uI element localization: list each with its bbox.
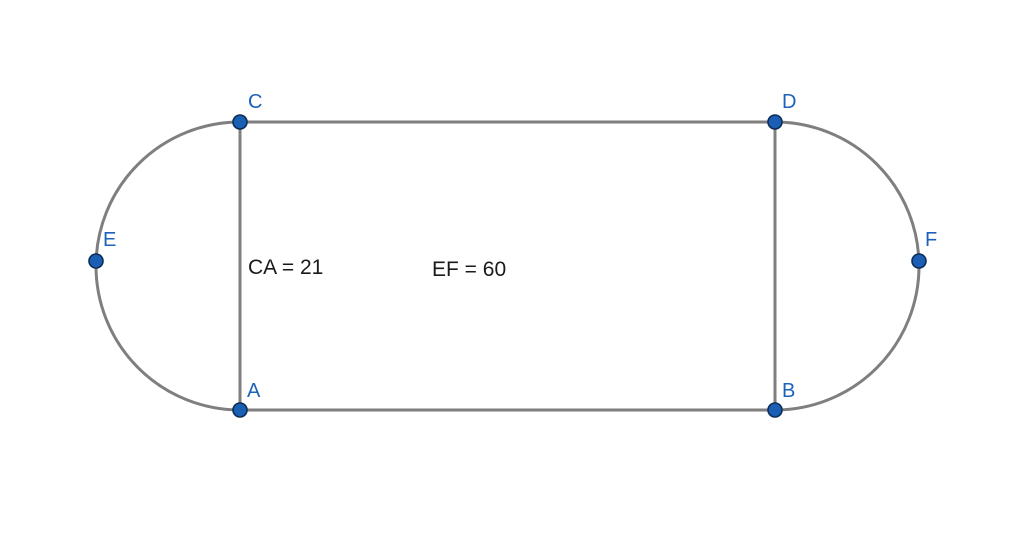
point-f[interactable]: [911, 253, 927, 269]
point-label-a: A: [247, 380, 261, 402]
point-label-b: B: [782, 380, 795, 402]
point-a[interactable]: [232, 402, 248, 418]
point-e[interactable]: [88, 253, 104, 269]
measure-ca: CA = 21: [248, 256, 323, 279]
arc-c-e-a: [94, 120, 242, 412]
point-label-e: E: [103, 229, 116, 251]
point-label-f: F: [925, 229, 937, 251]
point-b[interactable]: [767, 402, 783, 418]
point-label-d: D: [782, 91, 796, 113]
measure-ef: EF = 60: [432, 258, 506, 281]
point-c[interactable]: [232, 114, 248, 130]
point-label-c: C: [248, 91, 262, 113]
arc-d-f-b: [773, 120, 921, 412]
point-d[interactable]: [767, 114, 783, 130]
